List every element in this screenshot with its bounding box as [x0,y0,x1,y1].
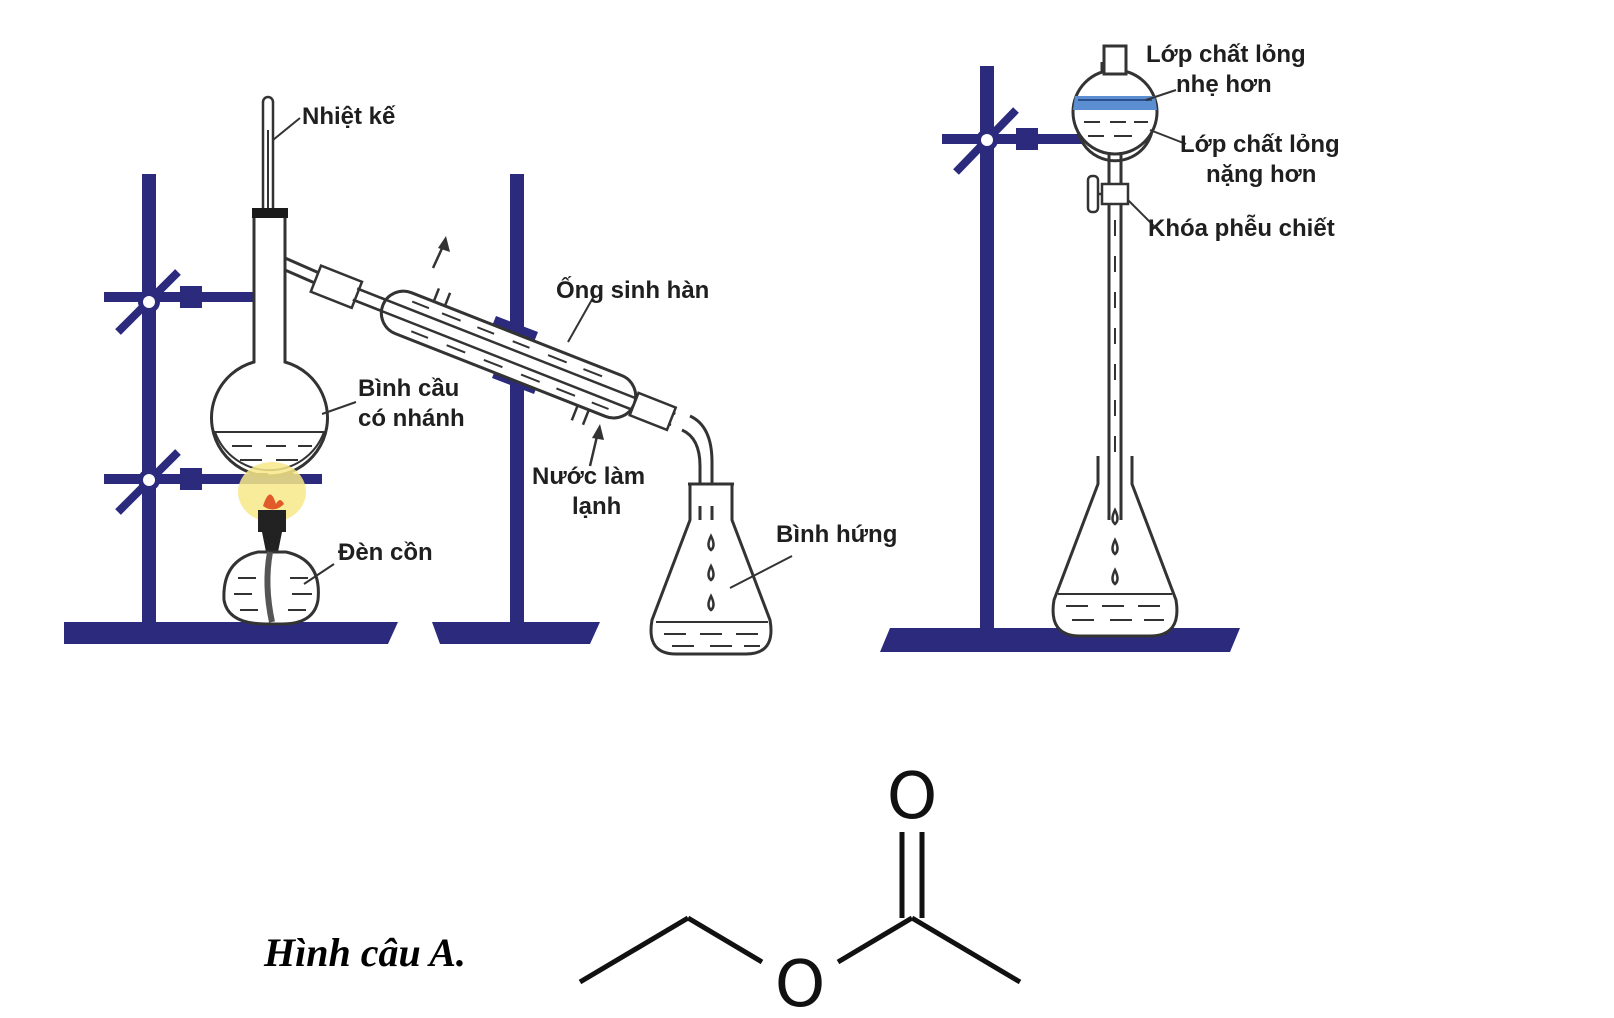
alcohol-lamp [222,462,320,626]
label-cooling-water-line2: lạnh [572,493,621,520]
atom-oxygen-carbonyl: O [887,760,937,834]
label-heavier-layer-line1: Lớp chất lỏng [1180,131,1340,158]
label-condenser: Ống sinh hàn [556,276,709,304]
liebig-condenser [309,264,678,432]
label-thermometer: Nhiệt kế [302,103,396,130]
separatory-funnel [1071,44,1159,520]
label-funnel-stopcock: Khóa phễu chiết [1148,214,1335,242]
label-flask-line2: có nhánh [358,405,465,432]
receiving-flask [649,482,773,656]
leader-lines-right [1127,89,1187,227]
atom-oxygen-ester: O [775,948,825,1018]
stand-left [64,174,398,644]
label-cooling-water-line1: Nước làm [532,463,645,490]
label-alcohol-lamp: Đèn cồn [338,539,433,566]
label-flask-line1: Bình cầu [358,375,459,402]
ethyl-acetate-structure [578,832,1022,985]
water-in-arrow [588,424,604,467]
label-lighter-layer-line1: Lớp chất lỏng [1146,41,1306,68]
water-out-arrow [431,236,450,269]
label-heavier-layer-line2: nặng hơn [1206,161,1316,188]
round-bottom-flask [210,208,329,478]
collection-flask [1051,456,1179,638]
adapter-tube [681,414,714,520]
leader-lines-left [272,117,793,589]
label-lighter-layer-line2: nhẹ hơn [1176,71,1272,98]
label-receiver: Bình hứng [776,521,897,548]
figure-caption: Hình câu A. [263,930,466,975]
